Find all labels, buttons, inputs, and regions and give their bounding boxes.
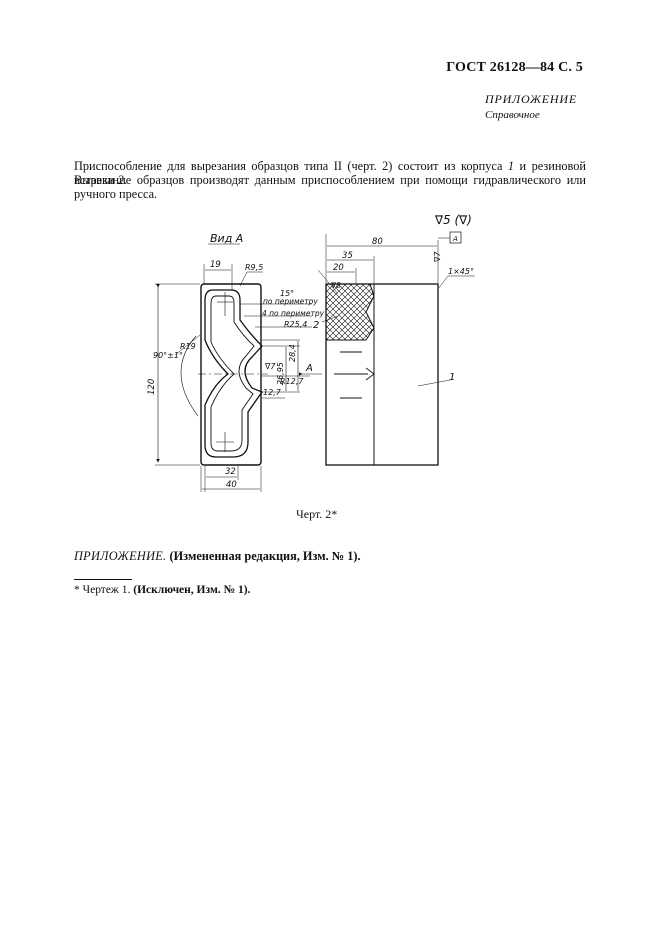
chamfer-leader (437, 275, 449, 290)
section-view (317, 231, 475, 466)
paragraph-1-text-c: . (123, 173, 127, 187)
view-a-label: Вид А (210, 232, 243, 245)
paragraph-2-text: Вырезание образцов производят данным при… (74, 173, 586, 201)
roughness-7: ∇7 (433, 251, 442, 263)
figure-caption: Черт. 2* (296, 507, 338, 521)
part-label-1: 1 (449, 372, 455, 383)
slot-point-b (365, 373, 375, 381)
dim-19: 19 (210, 260, 221, 270)
part-label-2: 2 (313, 320, 319, 331)
view-a (155, 243, 322, 492)
appendix-note: ПРИЛОЖЕНИЕ. (Измененная редакция, Изм. №… (74, 549, 361, 564)
dim-20: 20 (333, 263, 344, 273)
paragraph-1-text-a: Приспособление для вырезания образцов ти… (74, 159, 508, 173)
footnote: * Чертеж 1. (Исключен, Изм. № 1). (74, 584, 250, 596)
dim-26-95: 26,95 (276, 362, 285, 385)
paragraph-2: Вырезание образцов производят данным при… (74, 173, 586, 201)
dim-r19: R19 (180, 342, 196, 351)
dim-120: 120 (147, 379, 157, 395)
footnote-prefix: * Чертеж 1. (74, 584, 134, 596)
rubber-insert-hatched (325, 283, 375, 341)
leader-part-1 (417, 379, 451, 387)
perimeter-note-4: 4 по периметру (262, 309, 325, 318)
dim-r95: R9,5 (245, 263, 263, 272)
arrow-a-label: A (305, 363, 313, 374)
leader-15deg (317, 269, 339, 295)
chamfer-1x45: 1×45° (448, 267, 474, 276)
perimeter-note: по периметру (263, 297, 318, 306)
dim-80: 80 (372, 237, 383, 247)
roughness-7-left: ∇7 (264, 362, 276, 371)
roughness-symbol: ∇5 (∇) (434, 213, 472, 227)
dim-angle-15: 15° (280, 289, 294, 298)
dim-32: 32 (225, 467, 236, 477)
appendix-note-label: ПРИЛОЖЕНИЕ. (74, 549, 167, 563)
leader-part-2 (321, 315, 339, 323)
paragraph-1-text-b: и резиновой вставки (74, 159, 586, 187)
paragraph-1: Приспособление для вырезания образцов ти… (74, 159, 586, 187)
dim-40: 40 (226, 480, 237, 490)
document-header: ГОСТ 26128—84 С. 5 (446, 60, 583, 75)
angle-arc-90 (180, 335, 199, 417)
dim-35: 35 (342, 251, 353, 261)
appendix-subtitle: Справочное (485, 109, 540, 121)
dim-r127: R12,7 (280, 377, 304, 386)
appendix-note-text: (Измененная редакция, Изм. № 1). (166, 549, 361, 563)
footnote-text: (Исключен, Изм. № 1). (133, 584, 251, 596)
dim-r254: R25,4 (284, 320, 307, 329)
part-number-2: 2 (117, 173, 124, 187)
view-a-outline (200, 283, 262, 466)
cutting-profile-inner (210, 295, 255, 452)
datum-a: A (452, 235, 458, 243)
appendix-title: ПРИЛОЖЕНИЕ (485, 92, 577, 106)
dim-28-4: 28,4 (288, 344, 297, 362)
slot-point-a (365, 367, 375, 375)
datum-box (449, 231, 462, 244)
part-number-1: 1 (507, 159, 515, 173)
body-outline (325, 283, 439, 466)
cutting-profile-outer (204, 289, 264, 458)
leader-r19 (174, 334, 201, 356)
dim-12-7: 12,7 (263, 388, 282, 397)
leader-r95 (239, 271, 248, 287)
roughness-8: ∇8 (330, 281, 341, 290)
dim-angle-90: 90°±1° (153, 351, 183, 360)
footnote-rule (74, 579, 132, 580)
